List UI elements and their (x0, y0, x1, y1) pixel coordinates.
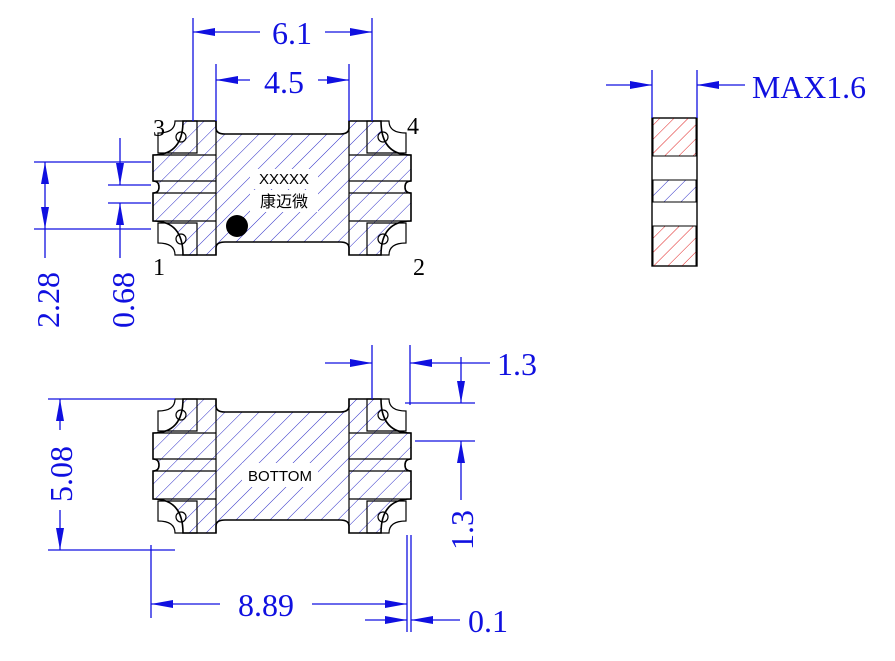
dimension-slot-width: 0.68 (105, 138, 151, 328)
dimension-footprint-width: 8.89 (150, 535, 412, 632)
slot-width-value: 0.68 (105, 272, 141, 328)
footprint-height-value: 5.08 (43, 446, 79, 502)
bottom-view-label: BOTTOM (248, 468, 312, 485)
dimension-pad-pitch: 2.28 (30, 161, 151, 328)
pin4-label: 4 (407, 114, 419, 140)
marking-background (250, 169, 318, 189)
pad-length-value: 1.3 (497, 346, 537, 382)
side-view-body-section (652, 179, 697, 203)
bottom-view: BOTTOM 1.3 1.3 (43, 345, 537, 639)
dimension-inner-width: 4.5 (215, 64, 350, 121)
pin1-label: 1 (153, 255, 165, 281)
marking-line1: XXXXX (259, 171, 309, 188)
overall-width-value: 6.1 (272, 15, 312, 51)
pin3-label: 3 (153, 116, 165, 142)
dimension-pad-length: 1.3 (325, 345, 537, 405)
side-view-pad-bottom (652, 225, 697, 267)
side-view-pad-top (652, 117, 697, 157)
dimension-gap: 0.1 (365, 603, 508, 639)
marking-line2: 康迈微 (260, 193, 308, 211)
top-view: XXXXX 康迈微 3 4 1 2 6.1 4.5 (30, 15, 425, 328)
pin2-label: 2 (413, 255, 425, 281)
bottom-label-background (242, 463, 318, 487)
inner-width-value: 4.5 (264, 64, 304, 100)
footprint-width-value: 8.89 (238, 587, 294, 623)
pad-pitch-value: 2.28 (30, 272, 66, 328)
marking-background-2 (250, 190, 318, 212)
dimension-pad-height: 1.3 (405, 357, 480, 550)
dimension-overall-width: 6.1 (192, 15, 373, 121)
dimension-footprint-height: 5.08 (43, 398, 175, 551)
max-height-value: MAX1.6 (752, 69, 866, 105)
pad-height-value: 1.3 (444, 510, 480, 550)
gap-value: 0.1 (468, 603, 508, 639)
side-view: MAX1.6 (606, 69, 866, 267)
pin1-indicator-dot (226, 215, 248, 237)
dimension-max-height: MAX1.6 (606, 69, 866, 118)
